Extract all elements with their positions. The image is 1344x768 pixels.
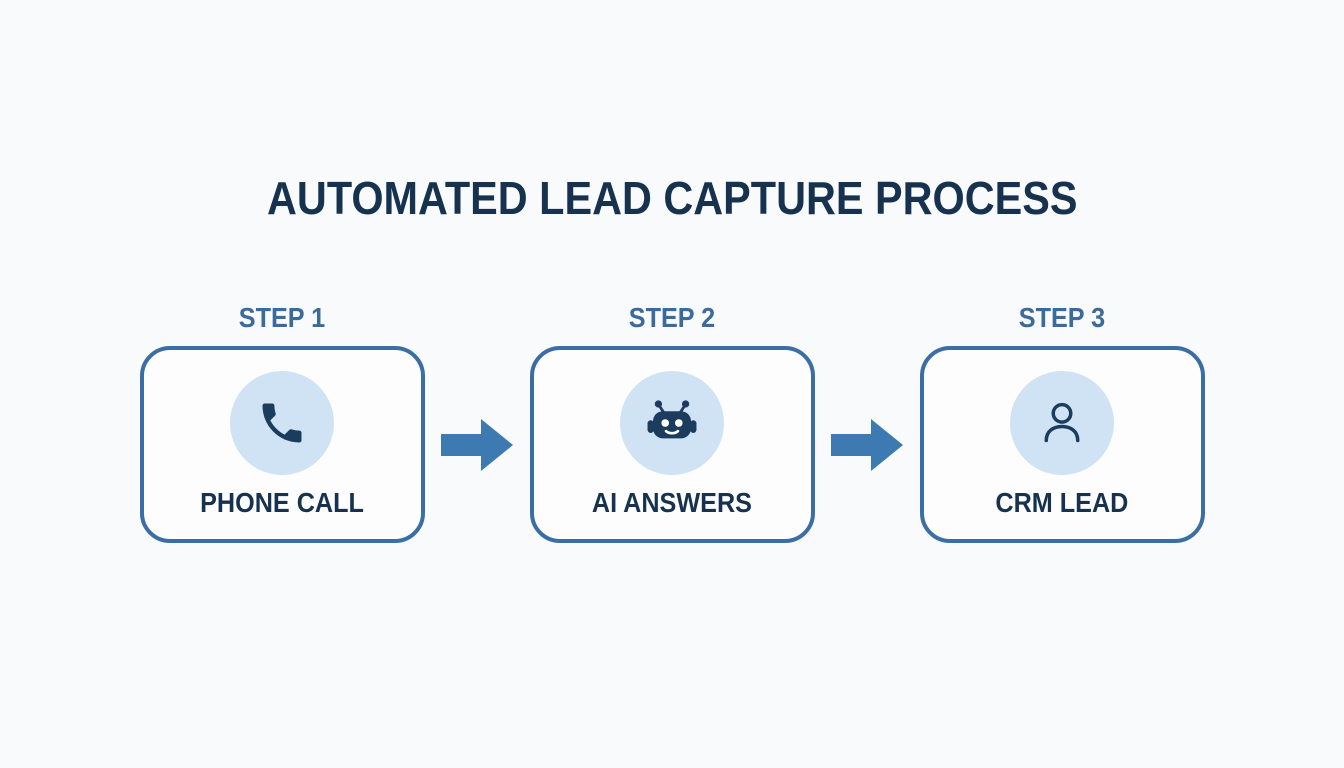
step-2-box: AI ANSWERS: [529, 346, 815, 543]
step-3-label: STEP 3: [1018, 302, 1106, 333]
step-1-box: PHONE CALL: [139, 346, 425, 543]
process-flow: STEP 1 PHONE CALL STEP 2: [0, 303, 1344, 543]
step-2-icon-circle: [620, 371, 724, 475]
phone-icon: [262, 403, 302, 443]
step-2-title: AI ANSWERS: [591, 487, 753, 518]
diagram-title: AUTOMATED LEAD CAPTURE PROCESS: [0, 171, 1344, 225]
arrow-1: [425, 419, 530, 471]
arrow-right-icon: [441, 419, 513, 471]
step-3-group: STEP 3 CRM LEAD: [919, 302, 1205, 543]
robot-icon: [647, 400, 697, 439]
step-1-label: STEP 1: [238, 302, 326, 333]
person-icon: [1044, 402, 1080, 443]
step-1-icon-circle: [230, 371, 334, 475]
step-2-group: STEP 2 AI ANSWE: [529, 302, 815, 543]
diagram-title-text: AUTOMATED LEAD CAPTURE PROCESS: [266, 171, 1078, 224]
step-2-label: STEP 2: [628, 302, 716, 333]
step-1-group: STEP 1 PHONE CALL: [139, 302, 425, 543]
step-3-icon-circle: [1010, 371, 1114, 475]
arrow-2: [815, 419, 920, 471]
step-1-title: PHONE CALL: [200, 487, 364, 518]
arrow-right-icon: [831, 419, 903, 471]
step-3-box: CRM LEAD: [919, 346, 1205, 543]
step-3-title: CRM LEAD: [995, 487, 1129, 518]
